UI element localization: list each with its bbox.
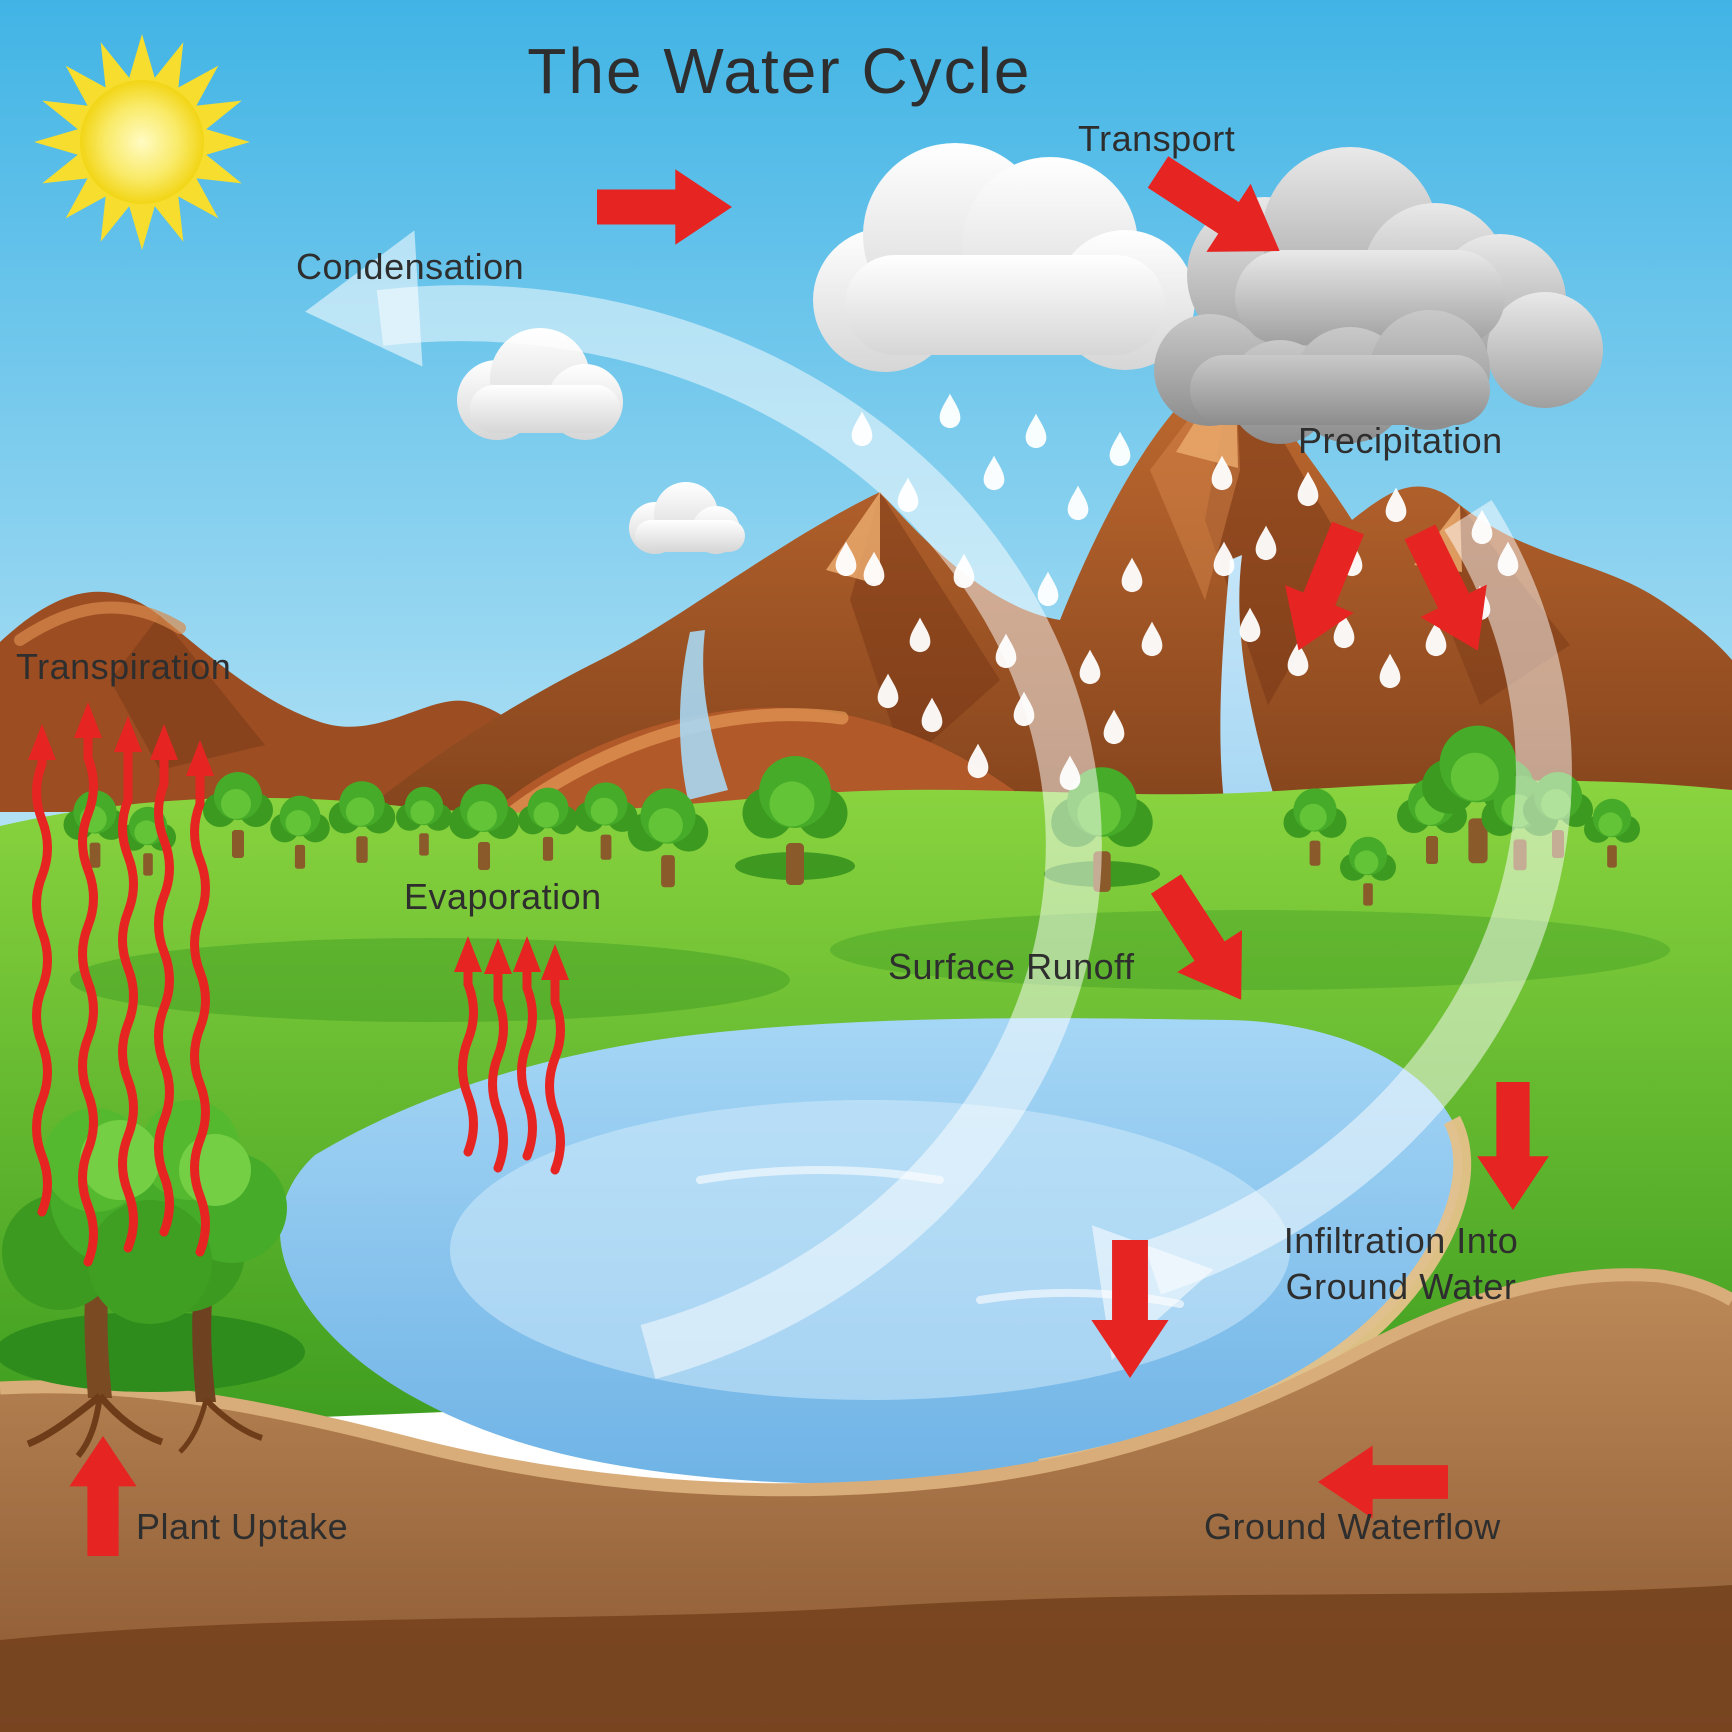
evaporation-arrows [454,936,569,1175]
evaporation-label: Evaporation [404,876,602,917]
tiny-cloud-icon [629,482,745,554]
condensation-label: Condensation [296,246,525,287]
transpiration-label: Transpiration [16,646,232,687]
white-cloud-icon [813,143,1195,372]
transpiration-arrows [28,702,214,1267]
transport-label: Transport [1078,118,1236,159]
dark-gray-cloud-icon [1154,310,1490,444]
surface-runoff-label: Surface Runoff [888,946,1135,987]
soil [0,1268,1732,1732]
infiltration-label: Infiltration Into Ground Water [1283,1220,1519,1307]
mountain-stream [679,630,728,800]
sun-icon [34,34,250,250]
sun-rays [34,34,250,250]
page-title: The Water Cycle [527,35,1032,107]
left-hills [0,591,566,812]
cycle-arrow [305,203,1572,1383]
plant-uptake-label: Plant Uptake [136,1506,349,1547]
precipitation-label: Precipitation [1298,420,1503,461]
ground-waterflow-label: Ground Waterflow [1204,1506,1501,1547]
small-cloud-icon [457,328,623,440]
cycle-arc-left [376,285,1102,1379]
cycle-arc-right [1143,500,1572,1295]
